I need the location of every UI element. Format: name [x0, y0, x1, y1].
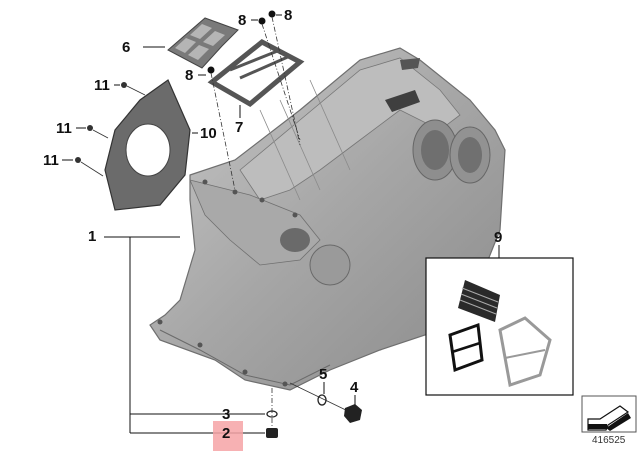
callout-7[interactable]: 7: [235, 119, 244, 136]
small-parts[interactable]: [266, 382, 362, 438]
leader-lines: [62, 14, 500, 434]
callout-10[interactable]: 10: [200, 125, 217, 142]
screws-part-8[interactable]: [207, 10, 301, 191]
callout-5[interactable]: 5: [319, 366, 328, 383]
callout-9[interactable]: 9: [494, 229, 503, 246]
callout-3[interactable]: 3: [222, 406, 231, 423]
callout-11b[interactable]: 11: [56, 120, 72, 137]
callout-8c[interactable]: 8: [185, 67, 194, 84]
kit-box-part-9[interactable]: [425, 257, 574, 396]
frame-part-7[interactable]: [207, 39, 305, 108]
callout-6[interactable]: 6: [122, 39, 131, 56]
callout-8b[interactable]: 8: [284, 7, 293, 24]
screws-part-11[interactable]: [75, 82, 146, 177]
callout-1[interactable]: 1: [88, 228, 97, 245]
filter-element: [458, 280, 500, 322]
screw-plug-part-4: [344, 404, 362, 423]
screw-plug-part-2: [266, 428, 278, 438]
housing-part-1[interactable]: [149, 47, 506, 391]
seal-ring-part-5: [317, 394, 327, 406]
callout-11a[interactable]: 11: [94, 77, 110, 94]
callout-highlight: [213, 421, 243, 451]
callout-11c[interactable]: 11: [43, 152, 59, 169]
callout-2[interactable]: 2: [222, 425, 231, 442]
callout-8a[interactable]: 8: [238, 12, 247, 29]
view-direction-arrow-icon: [581, 395, 637, 433]
seal-ring-part-3: [266, 410, 278, 418]
diagram-reference-number: 416525: [592, 435, 626, 446]
callout-4[interactable]: 4: [350, 379, 359, 396]
cover-plate-part-10[interactable]: [104, 79, 191, 211]
filter-screen-part-6[interactable]: [167, 17, 239, 69]
